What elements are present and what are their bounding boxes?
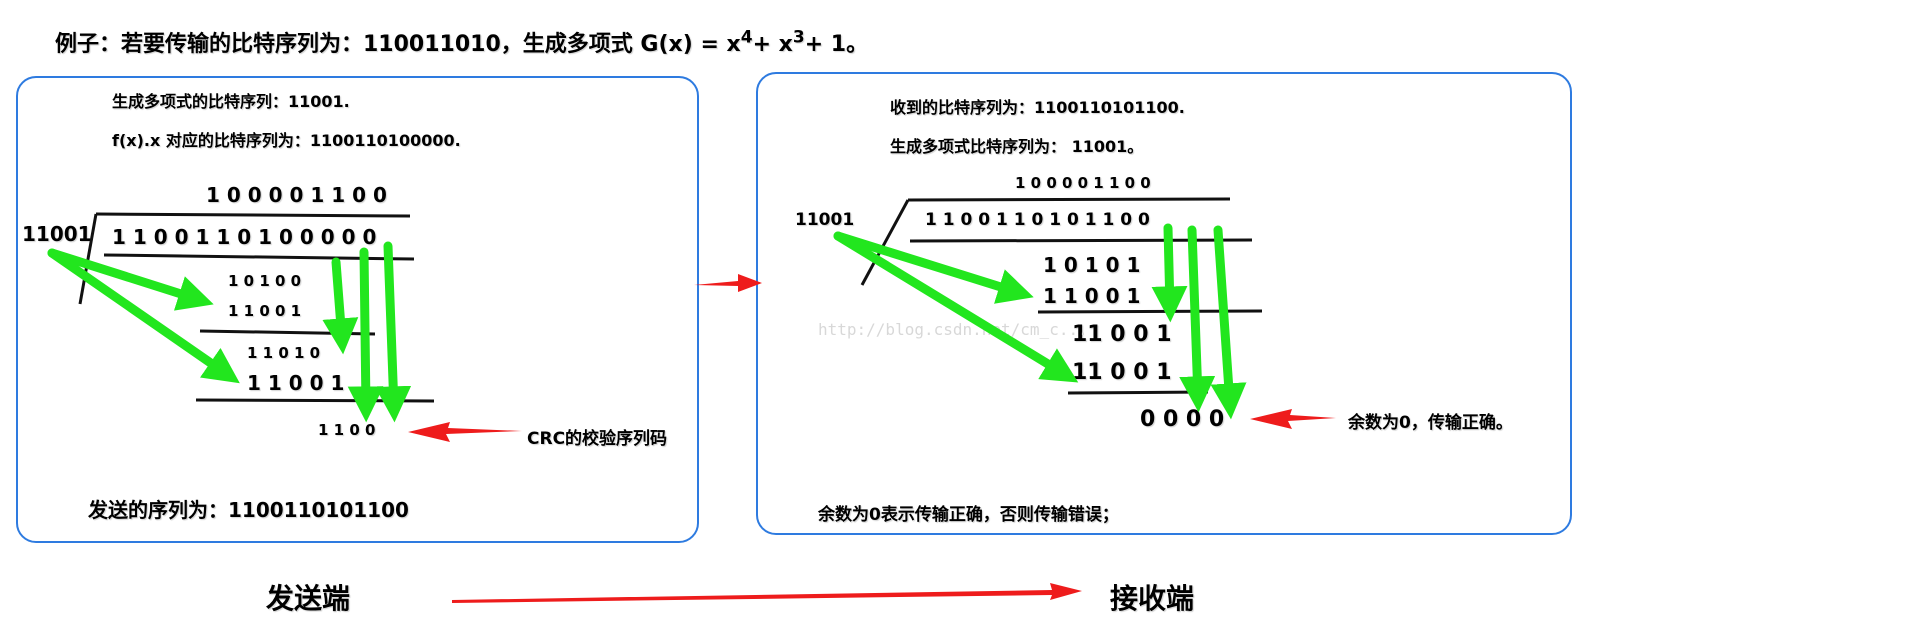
receiver-step1: 1 0 1 0 1: [1043, 253, 1141, 277]
sender-step3: 1 1 0 1 0: [247, 344, 321, 362]
receiver-box: [756, 72, 1572, 535]
sender-step2: 1 1 0 0 1: [228, 302, 302, 320]
sender-divisor: 11001: [22, 222, 92, 246]
receiver-dividend: 1 1 0 0 1 1 0 1 0 1 1 0 0: [925, 210, 1150, 230]
sender-label: 发送端: [266, 582, 351, 615]
receiver-quotient-line: [907, 197, 1231, 202]
sender-division-bracket: [78, 213, 98, 305]
receiver-green-arrow-2: [833, 231, 1079, 383]
sender-green-arrow-3: [322, 257, 359, 355]
sender-sent-sequence: 发送的序列为：1100110101100: [88, 498, 409, 522]
receiver-dividend-underline: [909, 238, 1253, 243]
receiver-step3: 11 0 0 1: [1072, 322, 1172, 347]
receiver-green-arrow-1: [833, 231, 1034, 304]
receiver-label: 接收端: [1110, 582, 1195, 615]
page-title: 例子：若要传输的比特序列为：110011010，生成多项式 G(x) = x4+…: [55, 26, 868, 58]
receiver-green-arrows: [833, 223, 1247, 420]
sender-remainder: 1 1 0 0: [318, 421, 376, 439]
remainder-red-arrow: [1250, 409, 1336, 429]
red-arrows: [408, 274, 1336, 603]
sender-dividend: 1 1 0 0 1 1 0 1 0 0 0 0 0: [112, 225, 377, 249]
sender-to-receiver-red-arrow: [452, 583, 1082, 603]
sender-step4-underline: [195, 398, 435, 403]
title-exp2: 3: [792, 27, 805, 48]
sender-green-arrow-2: [47, 248, 240, 384]
crc-red-arrow: [408, 422, 522, 442]
sender-step4: 1 1 0 0 1: [247, 371, 345, 395]
sender-quotient-line: [95, 212, 411, 218]
crc-label: CRC的校验序列码: [527, 429, 668, 449]
title-mid: + x: [752, 32, 793, 57]
watermark: http://blog.csdn.net/cm_c...: [818, 320, 1088, 339]
receiver-divisor: 11001: [795, 210, 855, 230]
receiver-quotient: 1 0 0 0 0 1 1 0 0: [1015, 174, 1151, 192]
sender-fx-bits: f(x).x 对应的比特序列为：1100110100000.: [112, 131, 461, 150]
sender-step2-underline: [199, 329, 376, 336]
sender-box: [16, 76, 699, 543]
sender-quotient: 1 0 0 0 0 1 1 0 0: [206, 183, 387, 207]
receiver-step2: 1 1 0 0 1: [1043, 284, 1141, 308]
receiver-green-arrow-4: [1179, 225, 1216, 413]
receiver-green-arrow-5: [1210, 225, 1247, 420]
title-suffix: + 1。: [804, 32, 869, 57]
receiver-step2-underline: [1037, 309, 1263, 314]
receiver-rule: 余数为0表示传输正确，否则传输错误；: [818, 505, 1119, 525]
sender-green-arrow-5: [375, 241, 412, 423]
sender-green-arrow-4: [347, 247, 384, 423]
receiver-green-arrow-3: [1151, 223, 1188, 323]
receiver-division-lines: [860, 197, 1263, 395]
sender-poly-bits: 生成多项式的比特序列：11001.: [112, 92, 350, 111]
receiver-poly-bits: 生成多项式比特序列为： 11001。: [890, 137, 1144, 156]
sender-green-arrows: [47, 241, 412, 423]
sender-step1: 1 0 1 0 0: [228, 272, 302, 290]
remainder-label: 余数为0，传输正确。: [1348, 413, 1513, 433]
title-prefix: 例子：若要传输的比特序列为：110011010，生成多项式 G(x) = x: [55, 32, 741, 57]
receiver-recv-bits: 收到的比特序列为：1100110101100.: [890, 98, 1185, 117]
title-exp1: 4: [740, 27, 753, 48]
receiver-step4-underline: [1067, 390, 1209, 395]
sender-green-arrow-1: [47, 248, 214, 311]
box-link-red-arrow: [694, 274, 762, 292]
receiver-step4: 11 0 0 1: [1072, 360, 1172, 385]
receiver-division-bracket: [860, 199, 910, 286]
